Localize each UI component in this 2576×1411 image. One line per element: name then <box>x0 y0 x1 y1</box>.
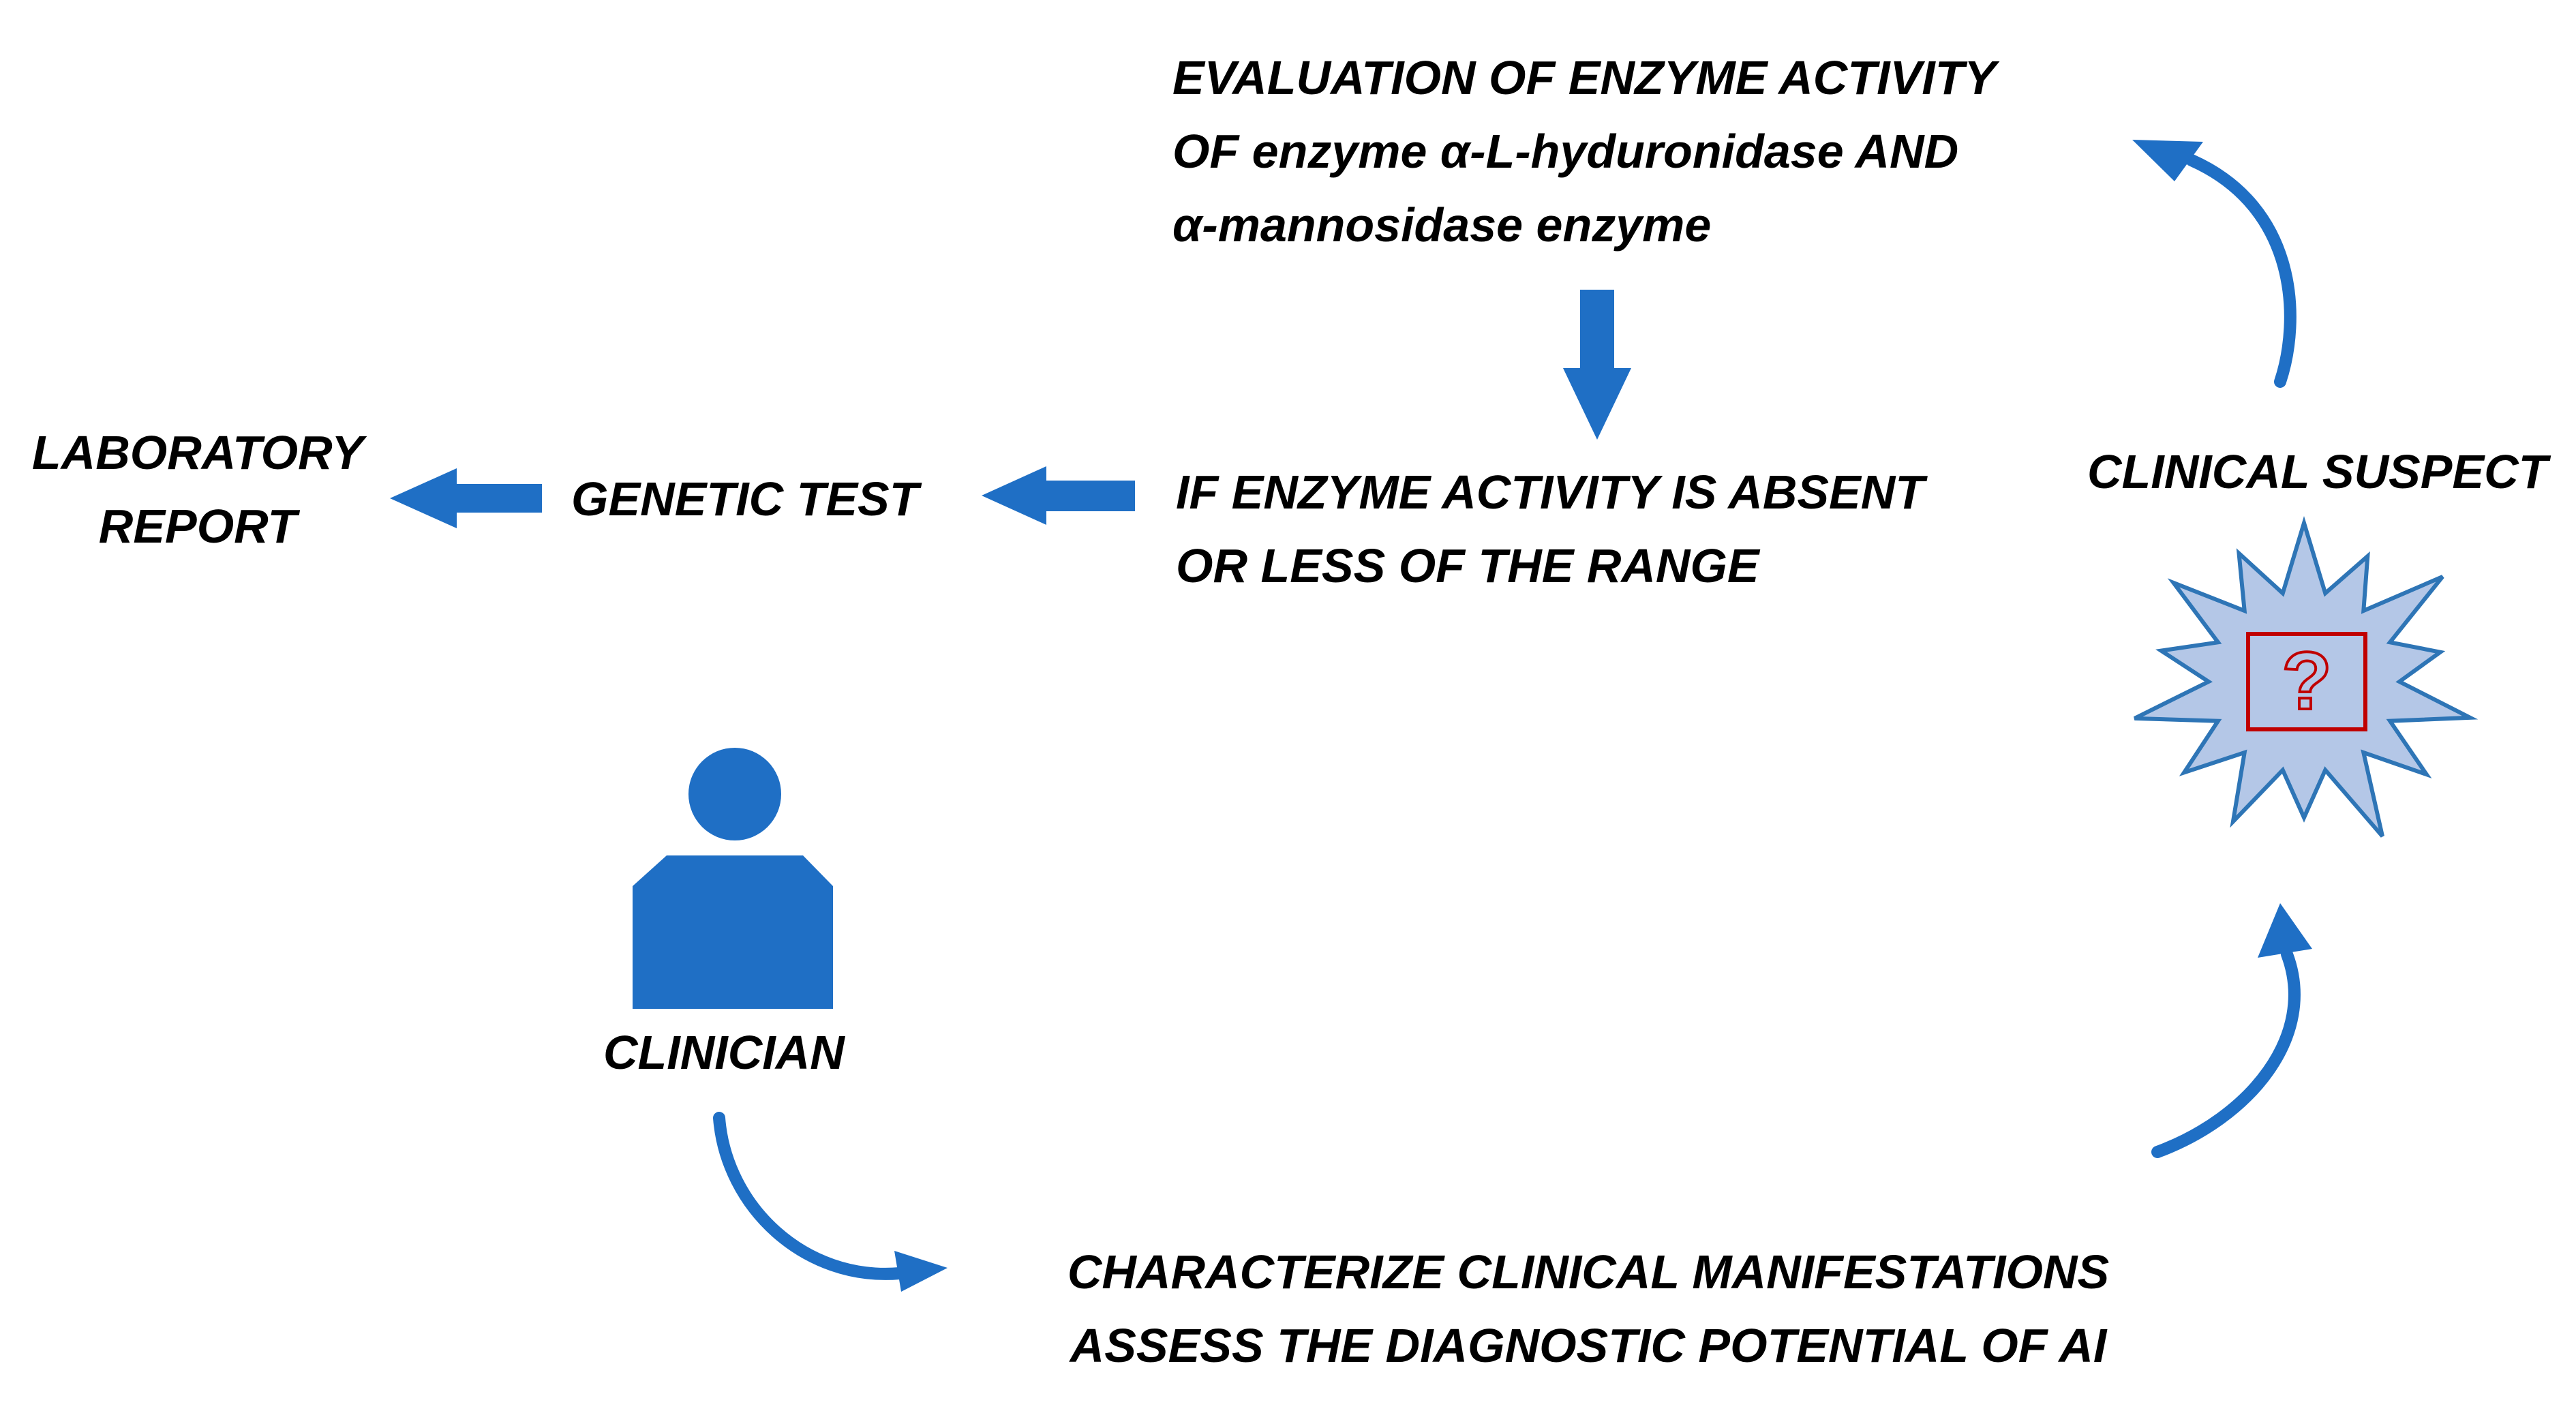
condition-line-1: IF ENZYME ACTIVITY IS ABSENT <box>1176 466 1925 519</box>
curved-arrow-to-characterize <box>713 1112 948 1292</box>
person-icon <box>633 748 833 1009</box>
arrow-down <box>1563 290 1631 440</box>
arrow-left-to-laboratory-report <box>390 468 542 528</box>
evaluation-text: EVALUATION OF ENZYME ACTIVITY OF enzyme … <box>1172 41 1996 262</box>
clinical-suspect-label: CLINICAL SUSPECT <box>2087 445 2548 498</box>
characterize-text: CHARACTERIZE CLINICAL MANIFESTATIONS ASS… <box>1009 1235 2168 1382</box>
condition-text: IF ENZYME ACTIVITY IS ABSENT OR LESS OF … <box>1176 455 1924 603</box>
laboratory-report-line-2: REPORT <box>98 500 297 553</box>
evaluation-line-2: OF enzyme α-L-hyduronidase AND <box>1172 125 1959 178</box>
genetic-test-label: GENETIC TEST <box>571 472 919 526</box>
curved-arrow-to-clinical-suspect <box>2151 903 2312 1158</box>
laboratory-report-line-1: LABORATORY <box>31 426 364 479</box>
arrow-left-to-genetic-test <box>982 466 1135 525</box>
condition-line-2: OR LESS OF THE RANGE <box>1176 539 1759 592</box>
laboratory-report-text: LABORATORY REPORT <box>24 416 372 563</box>
curved-arrow-to-evaluation <box>2132 140 2297 388</box>
clinician-label: CLINICIAN <box>603 1026 845 1079</box>
question-box <box>2246 632 2367 731</box>
starburst-icon: ? <box>2134 515 2479 838</box>
evaluation-line-3: α-mannosidase enzyme <box>1172 198 1712 252</box>
evaluation-line-1: EVALUATION OF ENZYME ACTIVITY <box>1172 51 1997 104</box>
characterize-line-2: ASSESS THE DIAGNOSTIC POTENTIAL OF AI <box>1070 1319 2107 1372</box>
characterize-line-1: CHARACTERIZE CLINICAL MANIFESTATIONS <box>1067 1245 2110 1299</box>
question-mark-icon: ? <box>2282 635 2331 727</box>
